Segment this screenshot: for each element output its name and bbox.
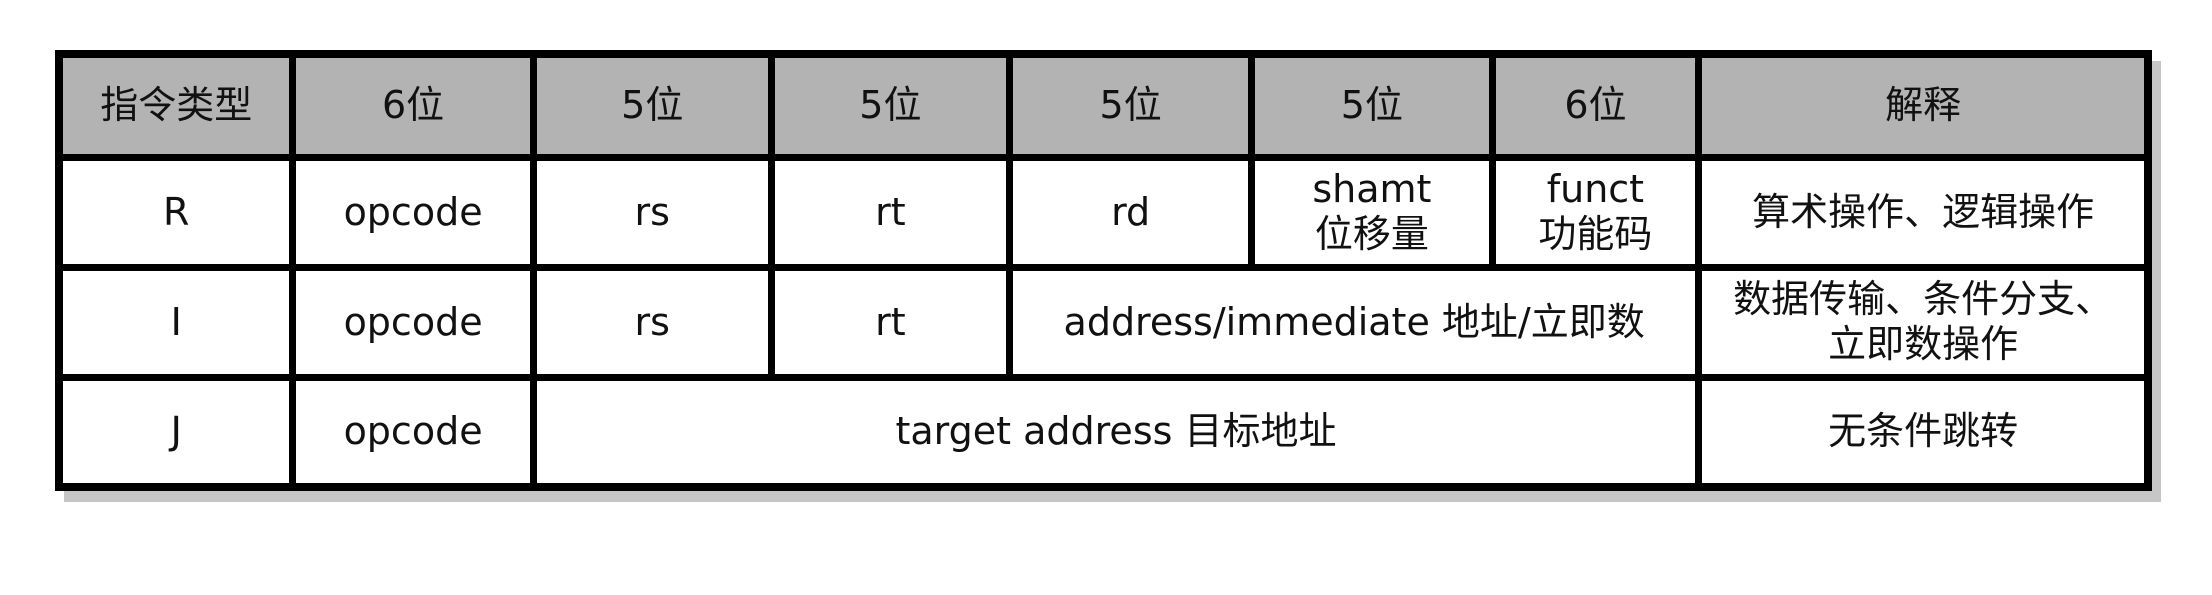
header-cell-5bit-shamt: 5位	[1248, 50, 1496, 161]
row-j-type: J opcode target address 目标地址 无条件跳转	[55, 373, 2152, 491]
row-i-type: I opcode rs rt address/immediate 地址/立即数 …	[55, 263, 2152, 381]
cell-r-label: R	[55, 153, 297, 271]
row-r-type: R opcode rs rt rd shamt 位移量 funct 功能码 算术…	[55, 153, 2152, 271]
cell-j-target-address: target address 目标地址	[529, 373, 1703, 491]
header-cell-6bit-opcode: 6位	[289, 50, 537, 161]
mips-instruction-format-table: 指令类型 6位 5位 5位 5位 5位 6位 解释 R opcode rs rt…	[55, 50, 2152, 491]
cell-i-explanation: 数据传输、条件分支、 立即数操作	[1695, 263, 2152, 381]
header-cell-6bit-funct: 6位	[1488, 50, 1703, 161]
cell-j-opcode: opcode	[289, 373, 537, 491]
header-row: 指令类型 6位 5位 5位 5位 5位 6位 解释	[55, 50, 2152, 161]
cell-r-rd: rd	[1005, 153, 1256, 271]
cell-r-opcode: opcode	[289, 153, 537, 271]
cell-j-explanation: 无条件跳转	[1695, 373, 2152, 491]
cell-r-rs: rs	[529, 153, 775, 271]
cell-r-rt: rt	[767, 153, 1013, 271]
cell-i-address-immediate: address/immediate 地址/立即数	[1005, 263, 1703, 381]
cell-i-rs: rs	[529, 263, 775, 381]
header-cell-5bit-rd: 5位	[1005, 50, 1256, 161]
cell-i-label: I	[55, 263, 297, 381]
header-cell-5bit-rt: 5位	[767, 50, 1013, 161]
cell-r-funct: funct 功能码	[1488, 153, 1703, 271]
cell-i-rt: rt	[767, 263, 1013, 381]
cell-i-opcode: opcode	[289, 263, 537, 381]
header-cell-explanation: 解释	[1695, 50, 2152, 161]
header-cell-5bit-rs: 5位	[529, 50, 775, 161]
header-cell-instruction-type: 指令类型	[55, 50, 297, 161]
cell-j-label: J	[55, 373, 297, 491]
cell-r-shamt: shamt 位移量	[1248, 153, 1496, 271]
cell-r-explanation: 算术操作、逻辑操作	[1695, 153, 2152, 271]
